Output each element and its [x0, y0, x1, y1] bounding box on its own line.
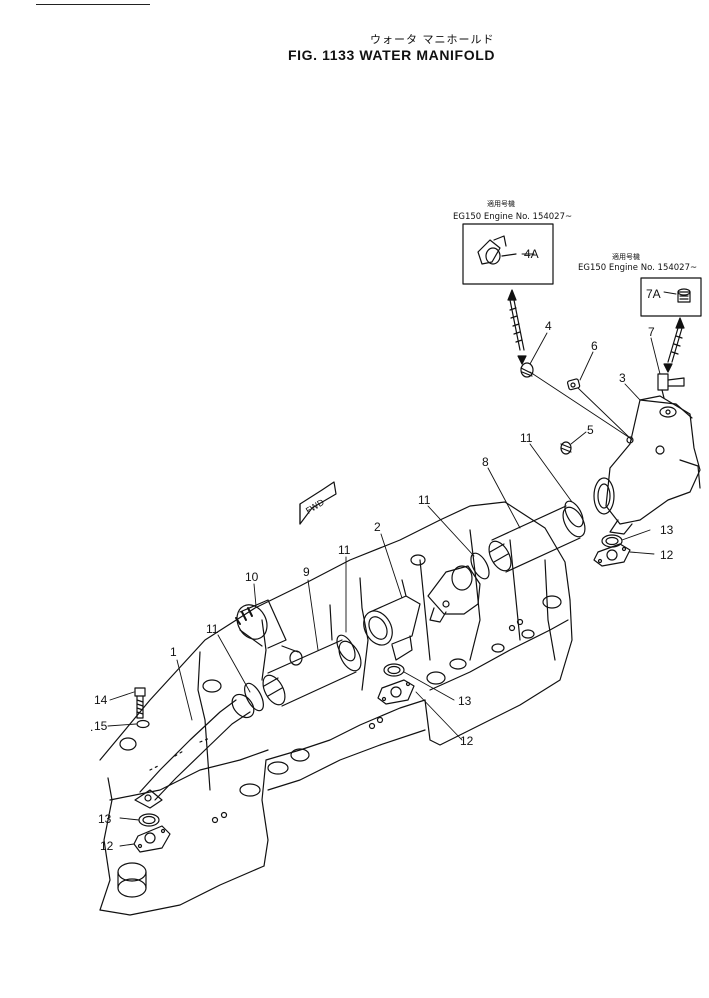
- callout-6: 6: [591, 339, 598, 353]
- plug-4: [520, 362, 534, 378]
- manifold-section-2: [363, 579, 421, 661]
- cock-7: [657, 373, 685, 399]
- callout-7: 7: [648, 325, 655, 339]
- callout-15-dash: .: [90, 720, 93, 734]
- callout-10: 10: [245, 570, 259, 584]
- callout-13b: 13: [458, 694, 472, 708]
- o-ring-13-left: [138, 813, 160, 827]
- o-ring-13-mid: [383, 663, 405, 677]
- callout-14: 14: [94, 693, 108, 707]
- plug-5: [560, 441, 572, 455]
- callout-2: 2: [374, 520, 381, 534]
- reference-arrow-7a: [663, 317, 685, 373]
- figure-title: FIG. 1133 WATER MANIFOLD: [288, 47, 496, 63]
- gasket-12-right: [593, 543, 631, 567]
- fwd-label: FWD: [304, 498, 327, 517]
- outlet-housing-3: [593, 395, 701, 535]
- manifold-block-upper: [427, 565, 481, 623]
- cylinder-head-block: [99, 501, 573, 916]
- o-ring-11-mid1: [336, 634, 356, 662]
- figure-title-japanese: ウォータ マニホールド: [370, 33, 495, 46]
- callout-12a: 12: [100, 839, 114, 853]
- callout-11d: 11: [520, 431, 533, 445]
- note-text-4a: EG150 Engine No. 154027~: [453, 212, 572, 222]
- header-rule: [36, 4, 150, 5]
- temperature-sensor-10: [235, 599, 303, 666]
- callout-12c: 12: [660, 548, 674, 562]
- callout-11b: 11: [338, 543, 351, 557]
- callout-labels: 1 2 3 4 5 6 7 8 9 10 11 11 11 11 12 12 1…: [90, 319, 674, 853]
- callout-11a: 11: [206, 622, 219, 636]
- plug-6: [566, 378, 581, 391]
- elbow-pipe-1: [134, 693, 255, 809]
- reference-arrow-4a: [507, 289, 527, 365]
- callout-11c: 11: [418, 493, 431, 507]
- connector-pipe-8: [488, 505, 586, 573]
- note-heading-7a: 適用号機: [612, 252, 640, 261]
- gasket-12-left: [133, 825, 171, 853]
- box-label-7a: 7A: [646, 287, 661, 301]
- connector-pipe-9: [262, 639, 362, 707]
- callout-1: 1: [170, 645, 177, 659]
- note-heading-4a: 適用号機: [487, 199, 515, 208]
- leader-lines: [107, 253, 677, 847]
- callout-15: 15: [94, 719, 108, 733]
- o-ring-11-mid2: [470, 552, 490, 580]
- callout-13c: 13: [660, 523, 674, 537]
- o-ring-13-right: [601, 534, 623, 548]
- alt-part-box-7a: [640, 277, 702, 317]
- note-text-7a: EG150 Engine No. 154027~: [578, 263, 697, 273]
- applicability-note-4a: 適用号機 EG150 Engine No. 154027~ 4A: [453, 199, 572, 261]
- o-ring-11-left: [244, 682, 264, 712]
- callout-3: 3: [619, 371, 626, 385]
- callout-9: 9: [303, 565, 310, 579]
- gasket-12-mid: [377, 679, 415, 705]
- applicability-note-7a: 適用号機 EG150 Engine No. 154027~ 7A: [578, 252, 697, 301]
- o-ring-11-right: [564, 500, 584, 528]
- forward-direction-marker: FWD: [299, 481, 337, 525]
- callout-5: 5: [587, 423, 594, 437]
- bolt-14: [134, 687, 146, 719]
- callout-8: 8: [482, 455, 489, 469]
- alt-part-box-4a: [462, 223, 554, 285]
- washer-15: [136, 719, 150, 729]
- callout-4: 4: [545, 319, 552, 333]
- callout-13a: 13: [98, 812, 112, 826]
- callout-12b: 12: [460, 734, 474, 748]
- box-label-4a: 4A: [524, 247, 539, 261]
